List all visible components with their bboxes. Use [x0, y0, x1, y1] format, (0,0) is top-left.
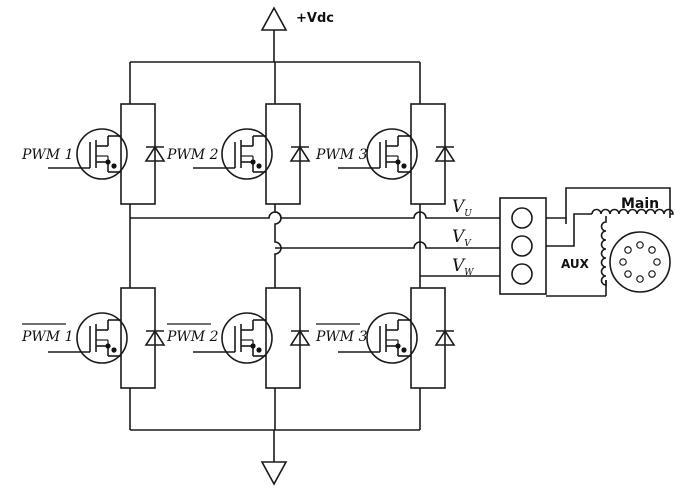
motor-pole-dot: [619, 258, 627, 266]
motor-pole-dot: [648, 246, 656, 254]
low-switch-2: [193, 287, 311, 389]
phase-label-w: VW: [452, 256, 474, 278]
phase-label-u: VU: [452, 197, 472, 219]
phase-labels: VU VV VW: [452, 197, 474, 278]
low-switch-3: [338, 287, 456, 389]
phase-wires: [130, 211, 500, 277]
motor-pole-dot: [624, 270, 632, 278]
motor-pole-dot: [624, 246, 632, 254]
switch-label-pwm1-bar: PWM 1: [21, 329, 74, 345]
switch-label-pwm1: PWM 1: [21, 147, 74, 163]
switch-label-pwm3-bar: PWM 3: [315, 329, 368, 345]
aux-label: AUX: [561, 257, 590, 271]
motor-pole-dot: [636, 241, 644, 249]
motor-pole-dot: [648, 270, 656, 278]
motor-pole-dot: [653, 258, 661, 266]
switch-label-pwm2: PWM 2: [166, 147, 219, 163]
phase-label-v: VV: [452, 227, 472, 249]
motor-wiring: [546, 187, 671, 297]
terminal-block: [499, 197, 547, 295]
high-switch-1: [48, 103, 166, 205]
low-switch-1: [48, 287, 166, 389]
vdc-supply-symbol: [260, 6, 288, 62]
high-switch-3: [338, 103, 456, 205]
main-label: Main: [621, 196, 659, 212]
high-switch-2: [193, 103, 311, 205]
ground-symbol: [260, 430, 288, 486]
switch-label-pwm2-bar: PWM 2: [166, 329, 219, 345]
leg-wires: [129, 62, 421, 430]
switch-group: [48, 103, 456, 389]
aux-winding: [600, 216, 607, 286]
main-winding: [591, 208, 674, 215]
vdc-label: +Vdc: [296, 11, 334, 26]
motor-symbol: [609, 231, 671, 293]
switch-labels: PWM 1 PWM 2 PWM 3 PWM 1 PWM 2 PWM 3: [21, 147, 368, 345]
switch-label-pwm3: PWM 3: [315, 147, 368, 163]
motor-pole-dot: [636, 275, 644, 283]
